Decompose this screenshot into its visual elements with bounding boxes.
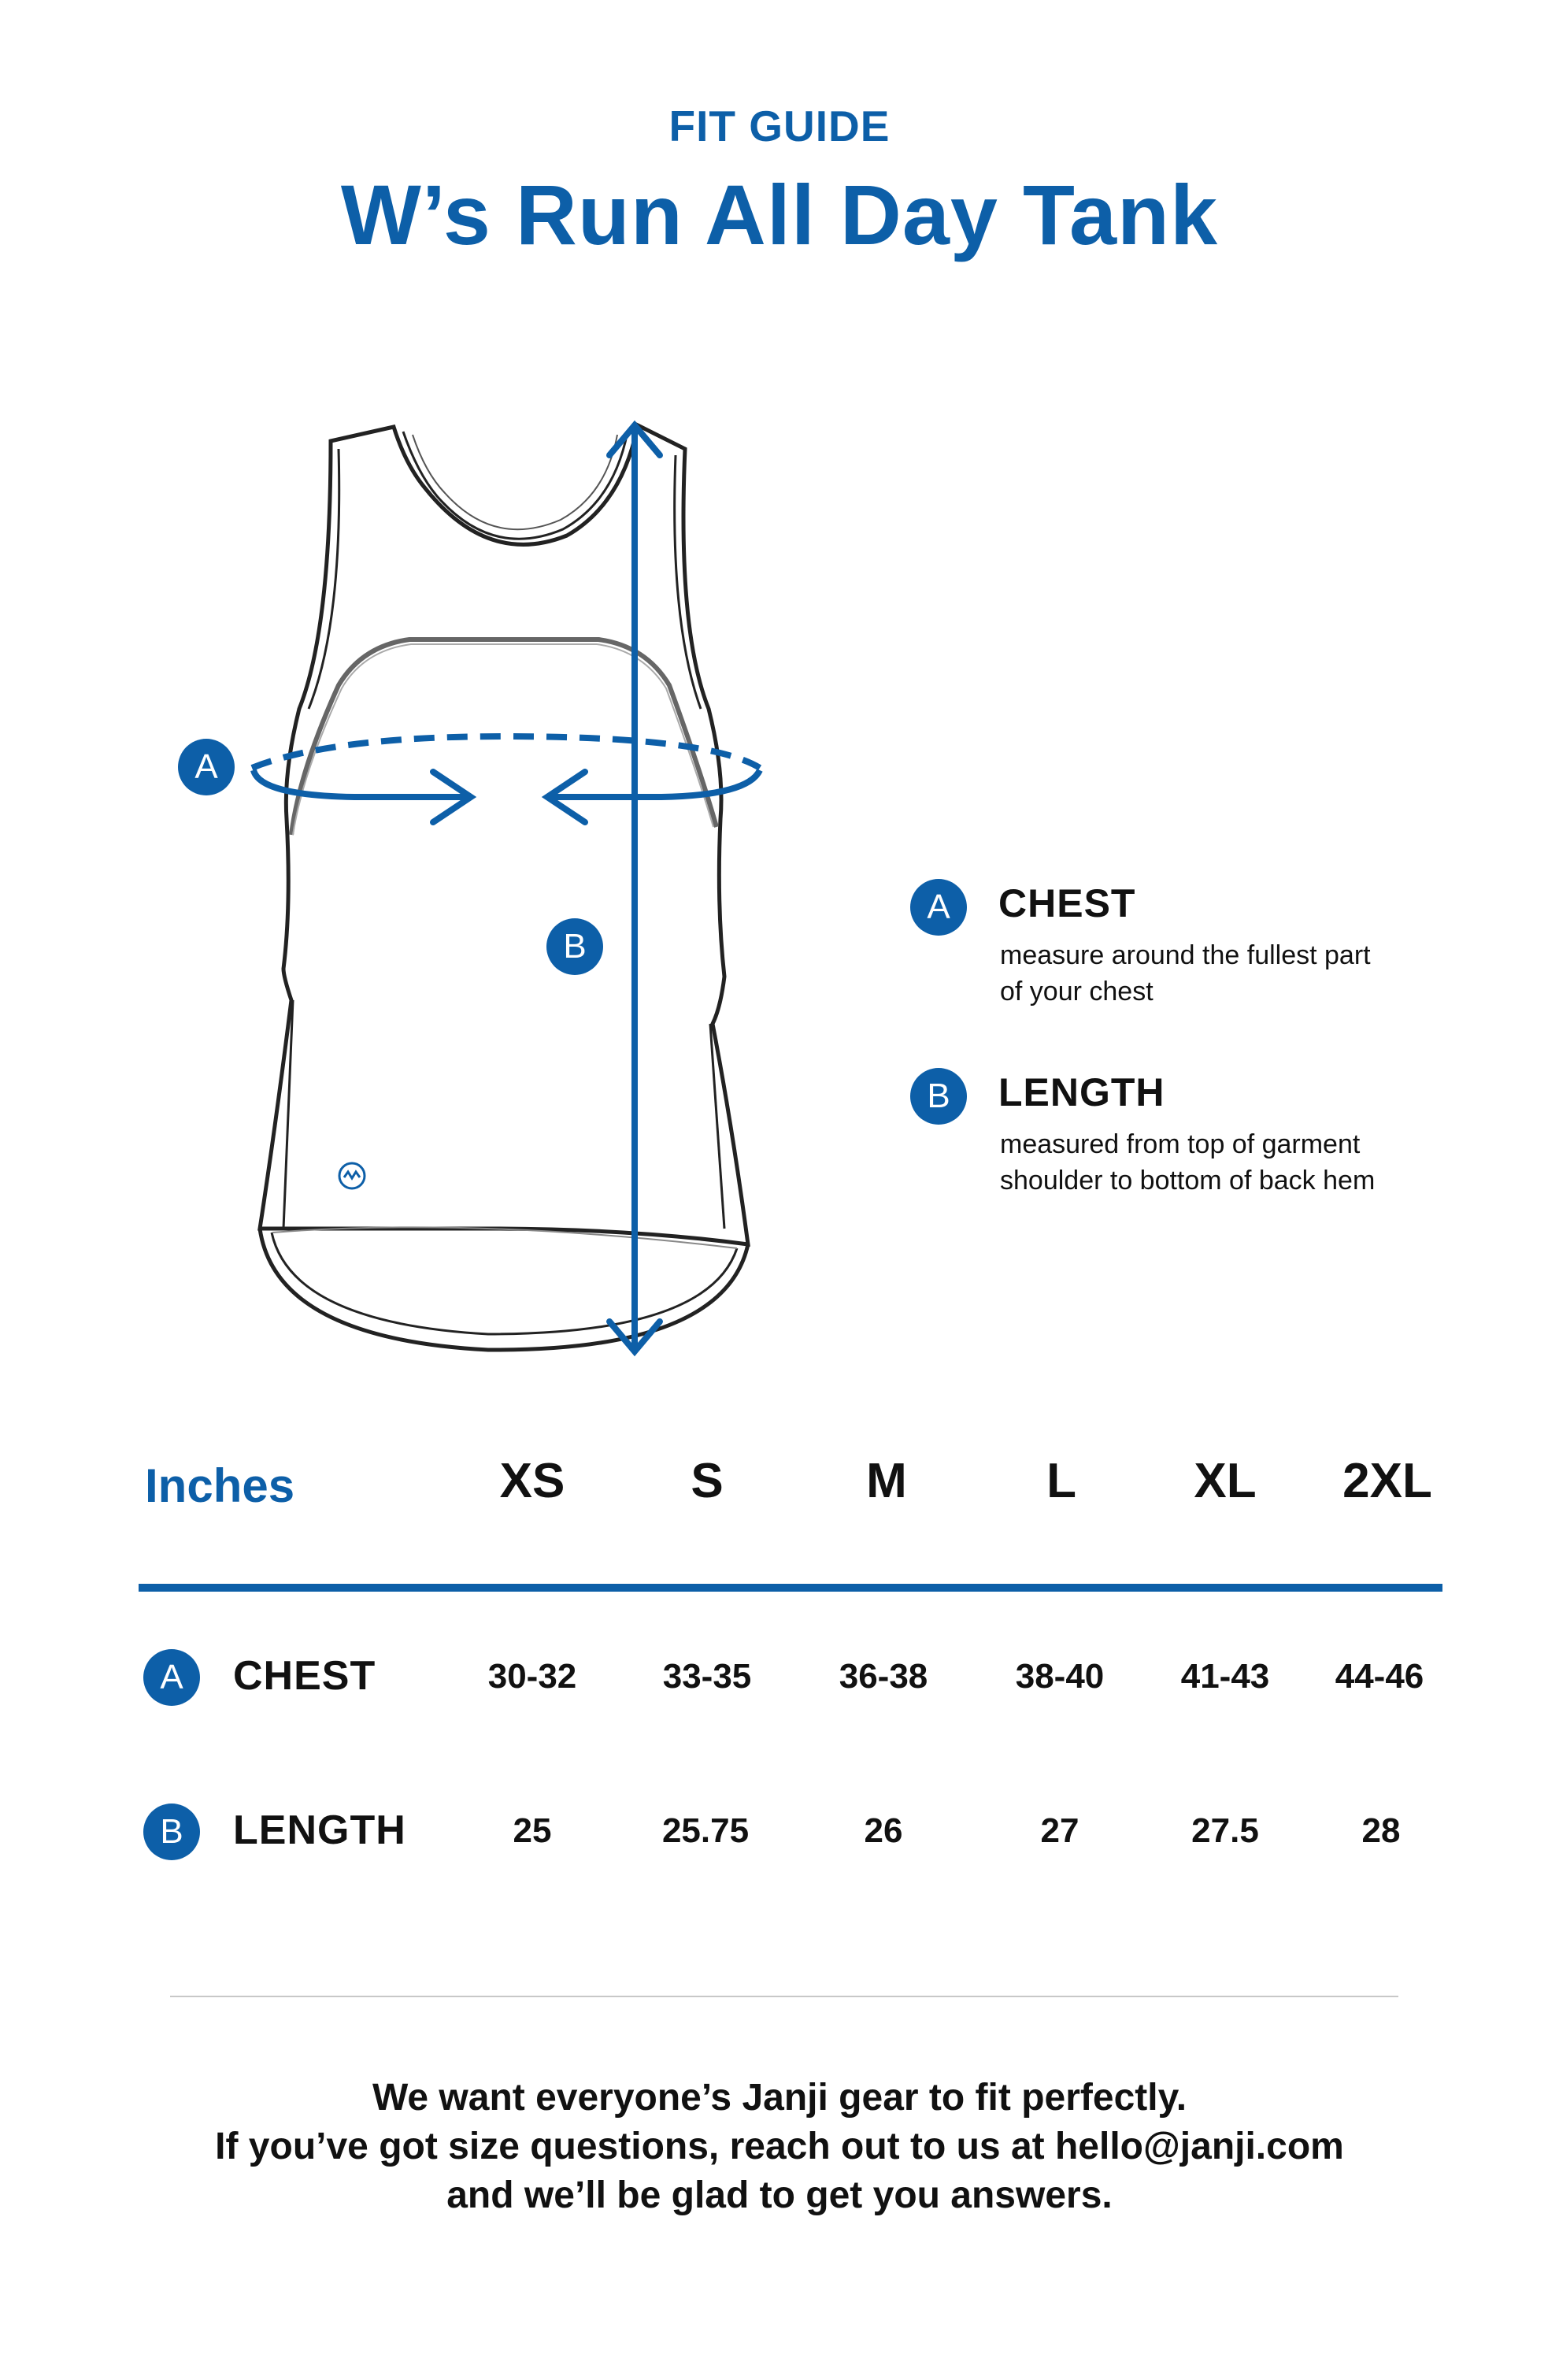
product-title: W’s Run All Day Tank	[340, 167, 1219, 262]
footer-line: and we’ll be glad to get you answers.	[446, 2174, 1113, 2216]
legend-chest-title: CHEST	[998, 881, 1136, 925]
legend-length-desc-line: shoulder to bottom of back hem	[1000, 1166, 1376, 1196]
legend-chest-desc-line: of your chest	[1000, 977, 1154, 1006]
table-cell: 28	[1361, 1811, 1401, 1850]
size-header: L	[1046, 1454, 1076, 1508]
table-cell: 27	[1040, 1811, 1079, 1850]
unit-label: Inches	[145, 1459, 295, 1512]
footer-line: We want everyone’s Janji gear to fit per…	[372, 2077, 1187, 2119]
size-header: XL	[1194, 1454, 1257, 1508]
table-cell: 25	[513, 1811, 552, 1850]
legend-chest-description: measure around the fullest part of your …	[1000, 937, 1441, 1010]
legend-length-title: LENGTH	[998, 1070, 1165, 1114]
tank-diagram	[250, 420, 763, 1357]
chest-arrowhead-right	[430, 769, 477, 825]
table-cell: 33-35	[662, 1657, 752, 1696]
length-arrowhead-top	[606, 420, 663, 458]
chest-badge-figure: A	[178, 739, 235, 795]
table-cell: 26	[864, 1811, 903, 1850]
logo-icon	[338, 1162, 366, 1190]
table-cell: 44-46	[1335, 1657, 1424, 1696]
size-header: S	[691, 1454, 724, 1508]
table-cell: 41-43	[1180, 1657, 1270, 1696]
size-header: M	[866, 1454, 907, 1508]
tank-outline	[257, 422, 750, 1247]
chest-solid-arc-left	[250, 769, 471, 800]
length-badge-figure: B	[546, 918, 603, 975]
table-cell: 25.75	[661, 1811, 750, 1850]
legend-length-description: measured from top of garment shoulder to…	[1000, 1126, 1441, 1199]
row-length-badge: B	[143, 1804, 200, 1860]
back-hem	[257, 1228, 750, 1352]
row-chest-label: CHEST	[233, 1653, 376, 1699]
length-arrowhead-bottom	[606, 1318, 663, 1357]
table-cell: 38-40	[1015, 1657, 1105, 1696]
footer-divider	[170, 1996, 1398, 1997]
chest-solid-arc-right	[547, 768, 763, 800]
row-length-label: LENGTH	[233, 1807, 406, 1853]
row-chest-badge: A	[143, 1649, 200, 1706]
size-header: 2XL	[1342, 1454, 1432, 1508]
header-divider	[139, 1584, 1442, 1592]
size-header: XS	[499, 1454, 565, 1508]
table-cell: 36-38	[839, 1657, 928, 1696]
legend-length-badge: B	[910, 1068, 967, 1125]
footer-line: If you’ve got size questions, reach out …	[215, 2126, 1344, 2167]
table-cell: 27.5	[1191, 1811, 1259, 1850]
table-cell: 30-32	[487, 1657, 577, 1696]
legend-chest-badge: A	[910, 879, 967, 936]
legend-chest-desc-line: measure around the fullest part	[1000, 940, 1371, 970]
fit-guide-label: FIT GUIDE	[668, 102, 891, 150]
chest-dashed-arc	[250, 732, 762, 771]
legend-length-desc-line: measured from top of garment	[1000, 1129, 1361, 1159]
chest-arrowhead-left	[541, 769, 588, 825]
